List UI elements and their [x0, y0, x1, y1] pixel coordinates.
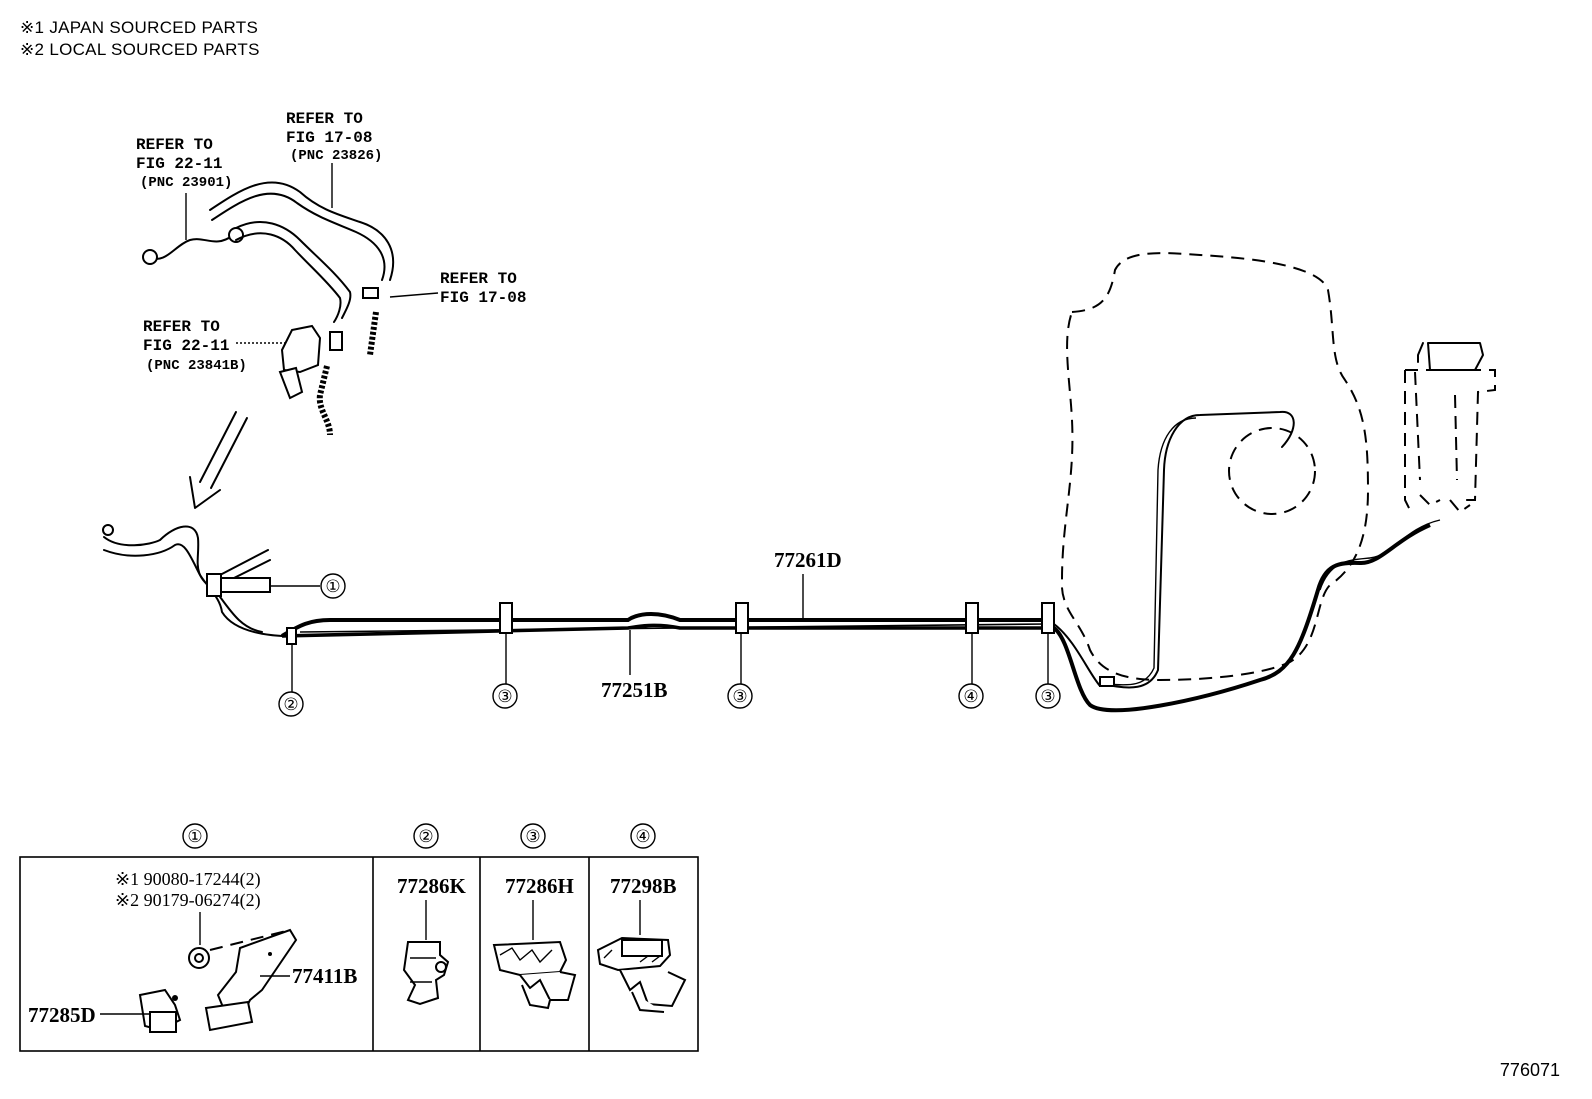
ref-pnc: (PNC 23826)	[290, 148, 382, 164]
part-label-77286k: 77286K	[397, 874, 467, 898]
svg-text:①: ①	[187, 827, 202, 847]
callout-3-c: ③	[1035, 634, 1061, 709]
table-header-3: ③	[520, 823, 546, 849]
part-label-77298b: 77298B	[610, 874, 677, 898]
svg-text:④: ④	[963, 687, 978, 707]
callout-1: ①	[270, 573, 346, 599]
svg-text:③: ③	[525, 827, 540, 847]
upper-hose-assembly	[142, 163, 439, 436]
fastener-qty-japan: ※1 90080-17244(2)	[115, 869, 261, 890]
ref-line2: FIG 22-11	[143, 337, 229, 355]
ref-line1: REFER TO	[136, 136, 213, 154]
svg-text:③: ③	[1040, 687, 1055, 707]
fastener-qty-local: ※2 90179-06274(2)	[115, 890, 261, 911]
reference-label-fig-17-08-pnc-23826: REFER TO FIG 17-08 (PNC 23826)	[286, 110, 382, 164]
figure-number: 776071	[1499, 1060, 1560, 1080]
detail-box-3: 77286H	[492, 874, 577, 1010]
arrow-indicator	[189, 411, 248, 509]
part-label-77286h: 77286H	[505, 874, 574, 898]
callout-4: ④	[958, 634, 984, 709]
svg-text:③: ③	[732, 687, 747, 707]
part-label-77285d: 77285D	[28, 1003, 96, 1027]
detail-box-4: 77298B	[596, 874, 687, 1013]
svg-text:③: ③	[497, 687, 512, 707]
svg-text:②: ②	[418, 827, 433, 847]
ref-line1: REFER TO	[286, 110, 363, 128]
ref-line2: FIG 17-08	[286, 129, 372, 147]
table-header-2: ②	[413, 823, 439, 849]
ref-line1: REFER TO	[440, 270, 517, 288]
note-local-sourced: ※2 LOCAL SOURCED PARTS	[20, 40, 260, 59]
callout-3-b: ③	[727, 634, 753, 709]
note-japan-sourced: ※1 JAPAN SOURCED PARTS	[20, 18, 259, 37]
part-label-77411b: 77411B	[292, 964, 357, 988]
table-header-1: ①	[182, 823, 208, 849]
detail-box-1: ※1 90080-17244(2) ※2 90179-06274(2) 7741…	[28, 869, 357, 1033]
ref-line2: FIG 22-11	[136, 155, 222, 173]
callout-2: ②	[278, 645, 304, 717]
svg-text:④: ④	[635, 827, 650, 847]
callout-3-a: ③	[492, 634, 518, 709]
charcoal-canister	[1404, 342, 1496, 514]
svg-text:①: ①	[325, 577, 340, 597]
main-tube-run	[102, 252, 1496, 713]
reference-label-fig-22-11-pnc-23901: REFER TO FIG 22-11 (PNC 23901)	[136, 136, 232, 191]
ref-pnc: (PNC 23841B)	[146, 358, 247, 374]
part-label-77261d: 77261D	[774, 548, 842, 572]
table-header-4: ④	[630, 823, 656, 849]
detail-table: ① ② ③ ④ ※1 90080-17244(2) ※2 90179-06274…	[19, 823, 699, 1052]
reference-label-fig-17-08: REFER TO FIG 17-08	[440, 270, 526, 307]
detail-box-2: 77286K	[397, 874, 467, 1006]
reference-label-fig-22-11-pnc-23841b: REFER TO FIG 22-11 (PNC 23841B)	[143, 318, 247, 374]
part-label-77251b: 77251B	[601, 678, 668, 702]
ref-line2: FIG 17-08	[440, 289, 526, 307]
svg-text:②: ②	[283, 695, 298, 715]
ref-pnc: (PNC 23901)	[140, 175, 232, 191]
ref-line1: REFER TO	[143, 318, 220, 336]
